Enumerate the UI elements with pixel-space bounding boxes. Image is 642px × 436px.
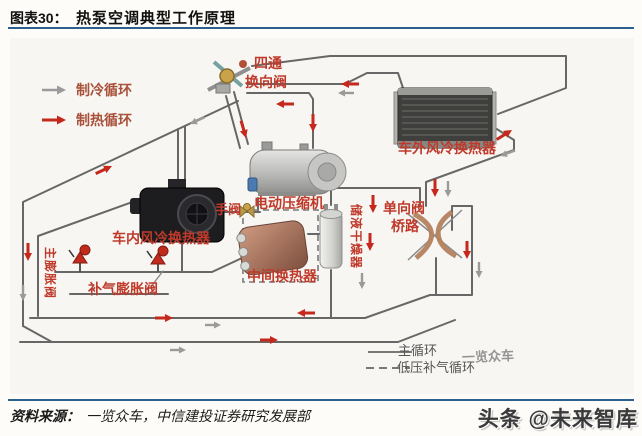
indoor-heat-exchanger-label: 车内风冷换热器 bbox=[112, 230, 210, 246]
supplementary-expansion-valve-icon bbox=[146, 245, 169, 272]
flow-arrows bbox=[19, 80, 516, 354]
source-line: 资料来源： 一览众车，中信建投证券研究发展部 bbox=[10, 406, 310, 426]
receiver-drier-icon bbox=[319, 204, 343, 269]
check-valve-bridge-label-line2: 桥路 bbox=[391, 218, 419, 234]
figure-title: 热泵空调典型工作原理 bbox=[76, 10, 237, 27]
receiver-drier-label: 储液干燥器 bbox=[349, 204, 363, 270]
loop-legend-samples bbox=[366, 351, 412, 369]
watermark: 一览众车 bbox=[461, 348, 515, 365]
hand-valve-label: 手阀 bbox=[215, 202, 242, 217]
main-expansion-valve-label: 主膨胀阀 bbox=[43, 247, 57, 300]
check-valve-bridge-label-line1: 单向阀 bbox=[383, 200, 425, 216]
four-way-valve-label-line2: 换向阀 bbox=[245, 74, 287, 90]
intermediate-heat-exchanger-label: 中间换热器 bbox=[247, 268, 317, 284]
indoor-heat-exchanger-icon bbox=[130, 179, 225, 243]
main-loop-legend-label: 主循环 bbox=[398, 343, 438, 358]
source-text: 一览众车，中信建投证券研究发展部 bbox=[86, 410, 310, 425]
compressor-label: 电动压缩机 bbox=[254, 195, 324, 211]
compressor-icon bbox=[247, 141, 347, 196]
outdoor-heat-exchanger-icon bbox=[393, 87, 497, 149]
intermediate-heat-exchanger-icon bbox=[236, 220, 309, 276]
low-pressure-loop-legend-label: 低压补气循环 bbox=[397, 360, 476, 375]
heating-cycle-legend-label: 制热循环 bbox=[76, 112, 132, 128]
hand-valve-icon bbox=[239, 203, 255, 219]
main-expansion-valve-icon bbox=[68, 244, 91, 272]
top-divider bbox=[8, 27, 634, 29]
figure-number: 图表30： bbox=[10, 10, 68, 26]
four-way-valve-icon bbox=[207, 60, 251, 94]
dashed-enclosure bbox=[242, 209, 319, 283]
check-valve-bridge-icon bbox=[407, 209, 463, 261]
pipe-network bbox=[19, 55, 567, 343]
source-label: 资料来源： bbox=[10, 410, 80, 425]
cooling-cycle-legend-label: 制冷循环 bbox=[76, 82, 132, 98]
supplementary-expansion-valve-label: 补气膨胀阀 bbox=[88, 281, 158, 297]
outdoor-heat-exchanger-label: 车外风冷换热器 bbox=[398, 140, 496, 156]
four-way-valve-label-line1: 四通 bbox=[254, 55, 282, 71]
brand-logo: 头条 @未来智库 bbox=[477, 408, 638, 431]
bottom-divider bbox=[8, 399, 634, 401]
